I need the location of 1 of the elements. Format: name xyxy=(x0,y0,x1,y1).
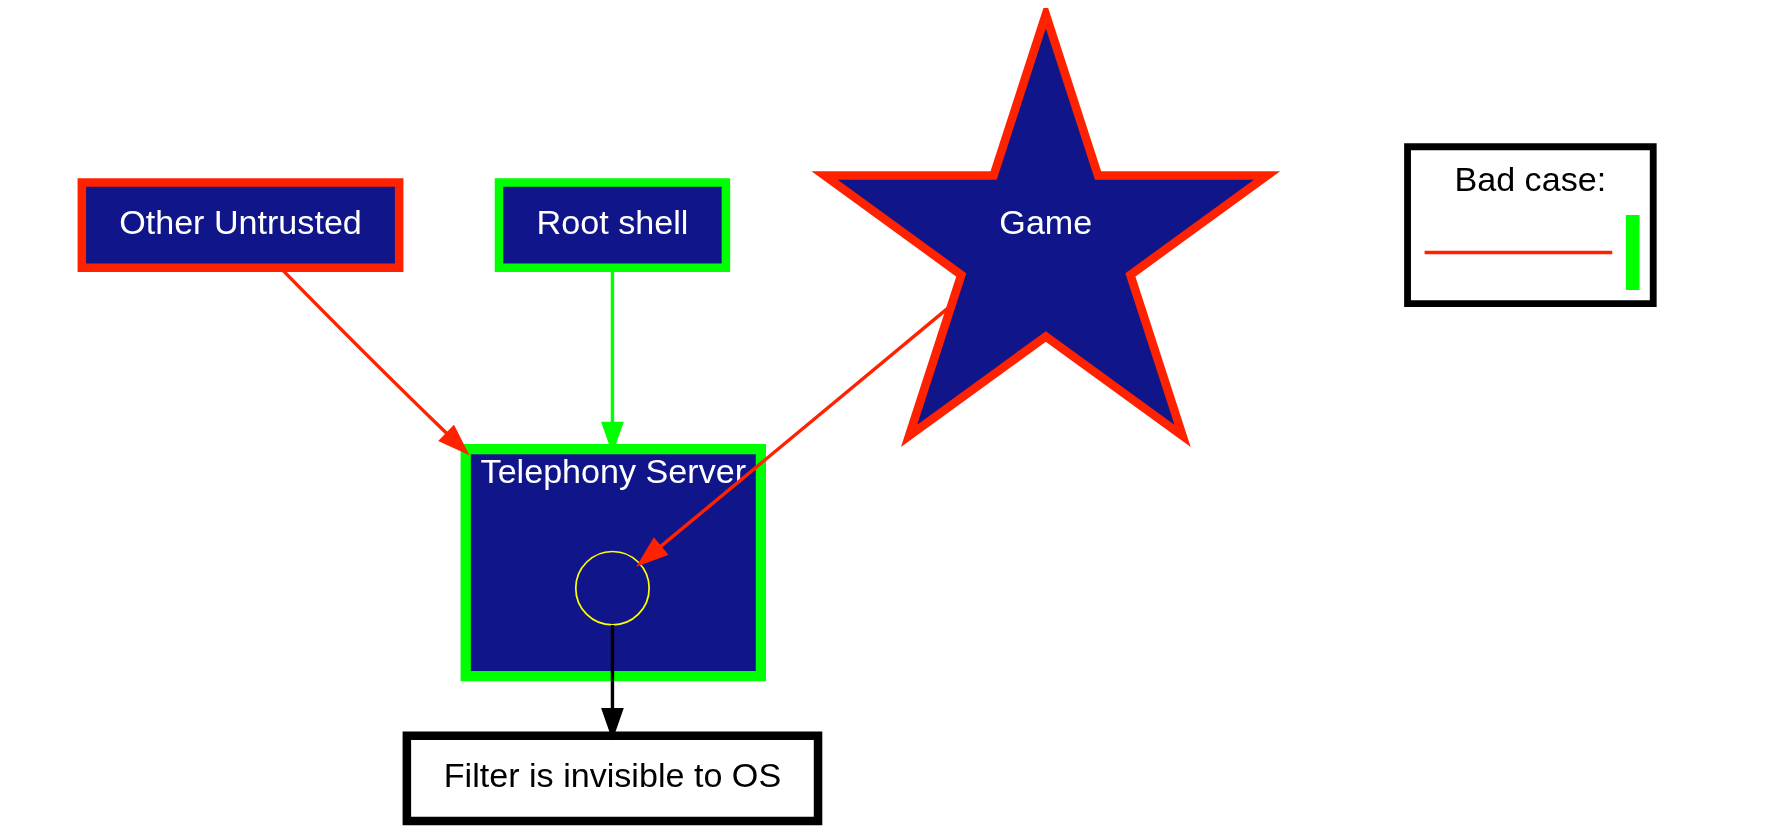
legend-label: Bad case: xyxy=(1453,160,1606,199)
